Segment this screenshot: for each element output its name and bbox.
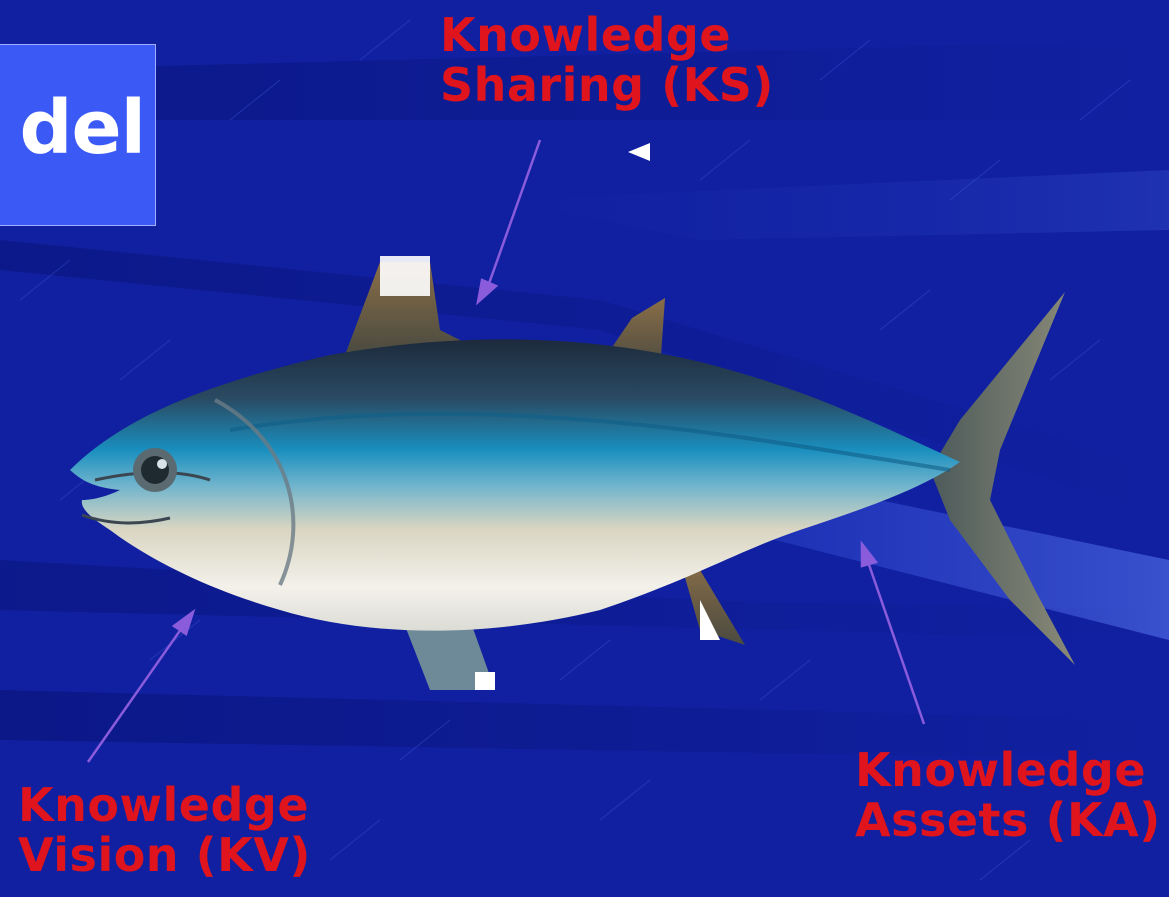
arrow-assets — [866, 556, 924, 724]
arrow-sharing — [486, 140, 540, 292]
label-knowledge-sharing: Knowledge Sharing (KS) — [440, 10, 774, 110]
label-ks-line1: Knowledge — [440, 10, 774, 60]
label-kv-line2: Vision (KV) — [18, 830, 311, 880]
label-ks-line2: Sharing (KS) — [440, 60, 774, 110]
label-knowledge-assets: Knowledge Assets (KA) — [855, 745, 1161, 845]
label-kv-line1: Knowledge — [18, 780, 311, 830]
label-knowledge-vision: Knowledge Vision (KV) — [18, 780, 311, 880]
label-ka-line1: Knowledge — [855, 745, 1161, 795]
arrow-vision — [88, 622, 186, 762]
arrow-vision-head-icon — [174, 612, 193, 634]
arrow-sharing-head-icon — [478, 280, 496, 302]
arrow-assets-head-icon — [862, 544, 876, 566]
label-ka-line2: Assets (KA) — [855, 795, 1161, 845]
